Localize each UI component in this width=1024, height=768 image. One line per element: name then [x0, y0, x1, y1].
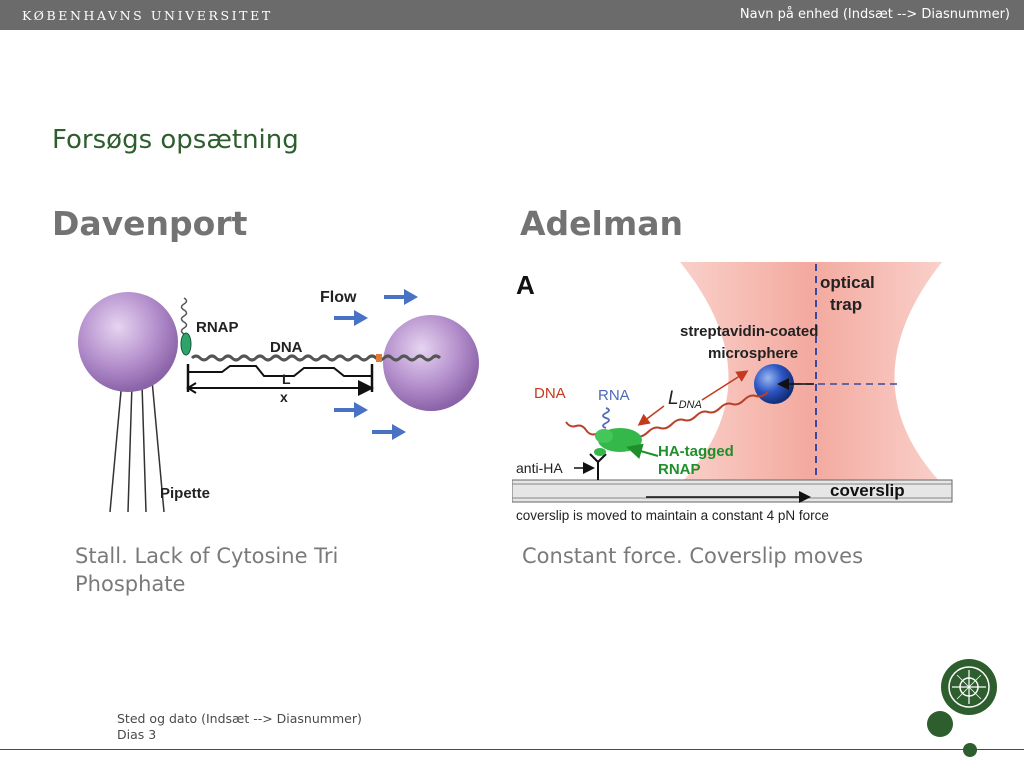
decorative-dot-small [963, 743, 977, 757]
unit-name: Navn på enhed (Indsæt --> Diasnummer) [739, 7, 1010, 22]
rnap-label: RNAP [196, 319, 239, 336]
coverslip-bar [512, 479, 953, 503]
x-label: x [280, 389, 288, 405]
right-heading: Adelman [520, 204, 684, 243]
coverslip-label: coverslip [830, 481, 905, 500]
contour-length-line [188, 365, 372, 377]
coverslip-description: coverslip is moved to maintain a constan… [516, 508, 829, 523]
pipette-shape [109, 379, 165, 513]
ha-tagged-label: HA-tagged [658, 443, 734, 460]
dna-tether [623, 391, 769, 441]
left-caption: Stall. Lack of Cytosine Tri Phosphate [75, 544, 339, 596]
trap-label: trap [830, 295, 862, 314]
davenport-diagram: Flow RNAP DNA L x Pipette [78, 289, 479, 513]
rnap-label: RNAP [658, 461, 701, 478]
optical-trap-beam [680, 262, 942, 484]
l-label: L [282, 371, 291, 387]
dna-label: DNA [270, 339, 303, 356]
streptavidin-label: streptavidin-coated [680, 323, 818, 340]
anti-ha-label: anti-HA [516, 460, 563, 476]
footer: Sted og dato (Indsæt --> Diasnummer) Dia… [117, 711, 362, 743]
ldna-label: LDNA [668, 388, 702, 411]
bottom-divider [0, 749, 1024, 750]
university-name: KØBENHAVNS UNIVERSITET [22, 8, 273, 23]
adelman-diagram: A optical trap streptavidin-coated micro… [512, 262, 953, 523]
rna-label: RNA [598, 387, 630, 404]
panel-letter: A [516, 270, 535, 300]
pipette-label: Pipette [160, 485, 210, 502]
dna-label: DNA [534, 385, 566, 402]
dna-strand [190, 354, 442, 362]
flow-label: Flow [320, 289, 357, 306]
right-caption: Constant force. Coverslip moves [522, 544, 864, 568]
right-bead [383, 315, 479, 411]
decorative-dot-large [927, 711, 953, 737]
flow-arrows [334, 289, 418, 440]
slide-title: Forsøgs opsætning [52, 125, 299, 155]
university-seal-icon [941, 659, 997, 715]
microsphere-label: microsphere [708, 345, 798, 362]
left-heading: Davenport [52, 204, 248, 243]
anti-ha-antibody [589, 448, 607, 480]
optical-label: optical [820, 273, 875, 292]
rna-strand [602, 407, 610, 429]
rnap-shape [180, 332, 192, 356]
footer-slide-number: Dias 3 [117, 727, 157, 742]
top-bar: KØBENHAVNS UNIVERSITET Navn på enhed (In… [0, 0, 1024, 30]
footer-location-date: Sted og dato (Indsæt --> Diasnummer) [117, 711, 362, 726]
left-bead [78, 292, 178, 392]
